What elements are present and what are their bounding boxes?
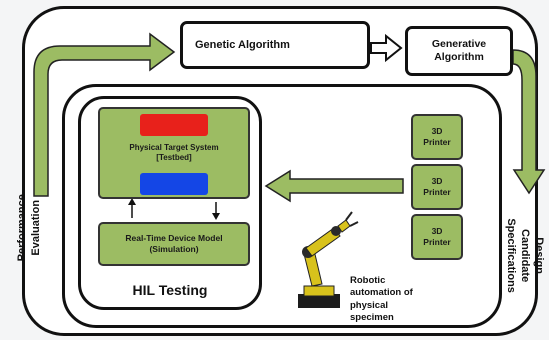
printer-line2: Printer <box>423 187 451 197</box>
performance-line2: Evaluation <box>30 200 43 256</box>
real-time-device-model-box: Real-Time Device Model (Simulation) <box>98 222 250 266</box>
robot-line3: physical <box>350 299 389 311</box>
3d-printer-box: 3D Printer <box>411 114 463 160</box>
ga-to-generative-arrow <box>370 33 403 63</box>
printer-line2: Printer <box>423 237 451 247</box>
design-line3: Specifications <box>505 218 518 294</box>
robot-line2: automation of <box>350 287 413 299</box>
printers-to-hil-arrow <box>264 169 404 203</box>
design-line1: Design <box>533 237 546 275</box>
device-model-line2: (Simulation) <box>149 244 199 254</box>
3d-printer-box: 3D Printer <box>411 214 463 260</box>
genetic-algorithm-label: Genetic Algorithm <box>195 39 290 51</box>
printer-line2: Printer <box>423 137 451 147</box>
generative-to-specs-arrow <box>512 49 546 195</box>
design-candidate-specifications-label: Design Candidate Specifications <box>500 176 549 336</box>
generative-algorithm-line2: Algorithm <box>434 51 484 63</box>
target-system-blue-block <box>140 173 208 195</box>
performance-evaluation-label: Performance Evaluation <box>0 126 60 330</box>
printer-line1: 3D <box>431 125 443 136</box>
testbed-line1: Physical Target System <box>129 143 219 152</box>
performance-to-ga-arrow <box>33 32 176 197</box>
generative-algorithm-box: Generative Algorithm <box>405 26 513 76</box>
performance-line1: Performance <box>16 194 29 262</box>
robot-line4: specimen <box>350 312 394 324</box>
printer-line1: 3D <box>431 225 443 236</box>
generative-algorithm-line1: Generative <box>431 37 487 50</box>
physical-target-system-label: Physical Target System [Testbed] <box>98 143 250 164</box>
robotic-automation-label: Robotic automation of physical specimen <box>350 275 450 324</box>
3d-printer-box: 3D Printer <box>411 164 463 210</box>
design-line2: Candidate <box>519 229 532 283</box>
testbed-line2: [Testbed] <box>156 153 192 163</box>
robot-arm-icon <box>298 211 359 308</box>
genetic-algorithm-box: Genetic Algorithm <box>180 21 370 69</box>
robot-line1: Robotic <box>350 275 386 286</box>
printer-line1: 3D <box>431 175 443 186</box>
target-system-red-block <box>140 114 208 136</box>
device-model-line1: Real-Time Device Model <box>125 232 223 243</box>
hil-testing-label: HIL Testing <box>132 282 208 298</box>
